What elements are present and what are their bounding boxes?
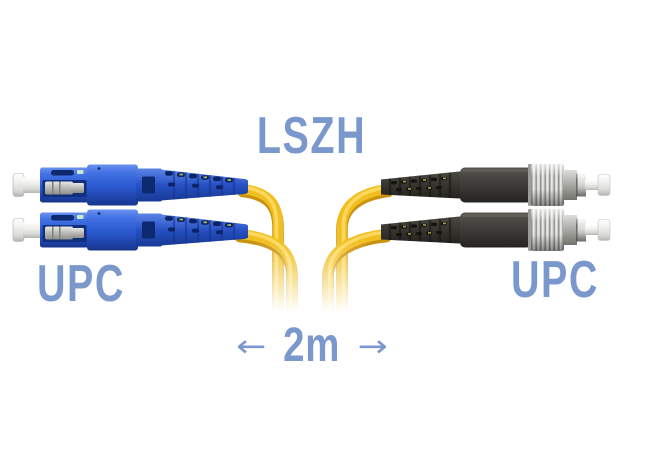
length-annotation: ← 2m → (222, 322, 402, 370)
left-polish-label: UPC (36, 255, 125, 313)
sc-upc-connector-bottom (11, 208, 250, 252)
fc-upc-connector-top (379, 162, 612, 208)
right-polish-label: UPC (510, 251, 599, 309)
fc-upc-connector-bottom (379, 207, 612, 253)
cable-left-top (237, 184, 284, 328)
sc-upc-connector-top (11, 163, 250, 207)
arrow-right-icon: → (357, 329, 388, 364)
cable-fade-overlay (256, 240, 366, 330)
length-label: 2m (283, 319, 341, 372)
jacket-type-label: LSZH (256, 107, 367, 165)
arrow-left-icon: ← (236, 329, 267, 364)
